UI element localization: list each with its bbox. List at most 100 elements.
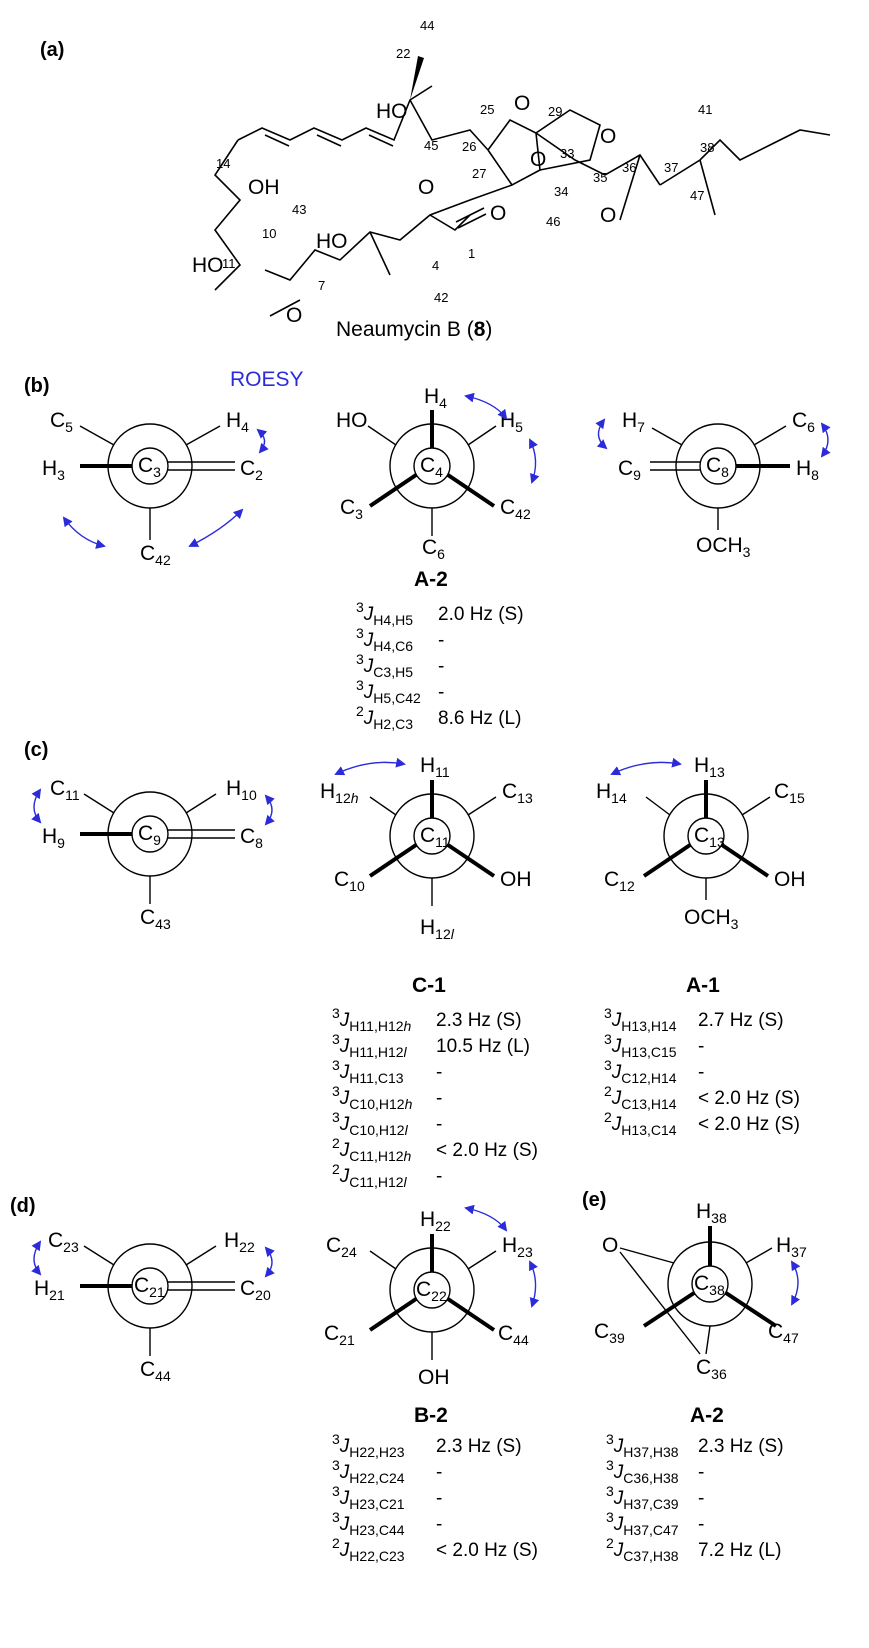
svg-text:C23: C23 [48,1229,79,1255]
newman-e: H38 O H37 C39 C47 C36 C38 A-2 [594,1200,807,1427]
coupling-b-row-3: 3JH5,C42 [356,677,421,706]
coupling-c-mid-value-3: - [436,1088,442,1109]
svg-text:H4: H4 [424,385,447,411]
coupling-d-value-2: - [436,1488,442,1509]
coupling-c-mid-row-6: 2JC11,H12l [332,1161,408,1190]
coupling-c-right-value-4: < 2.0 Hz (S) [698,1114,800,1135]
coupling-e-row-4: 2JC37,H38 [606,1535,679,1564]
neaumycin-structure [213,56,831,317]
coupling-c-mid-row-1: 3JH11,H12l [332,1031,408,1060]
coupling-d-row-4: 2JH22,C23 [332,1535,405,1564]
num-35: 35 [593,170,607,185]
newman-b-left: C5 H4 H3 C2 C42 C3 [42,409,269,568]
svg-text:C6: C6 [792,409,815,435]
num-47: 47 [690,188,704,203]
coupling-d-value-1: - [436,1462,442,1483]
svg-text:H12h: H12h [320,780,359,806]
coupling-d-row-2: 3JH23,C21 [332,1483,405,1512]
svg-text:C39: C39 [594,1320,625,1346]
svg-text:C20: C20 [240,1277,271,1303]
coupling-b-value-1: - [438,630,444,651]
structure-labels: 44 22 25 29 33 45 26 27 14 10 43 11 1 4 … [192,18,714,327]
num-10: 10 [262,226,276,241]
svg-text:O: O [602,1234,618,1257]
coupling-e-row-2: 3JH37,C39 [606,1483,679,1512]
svg-text:C8: C8 [706,454,729,480]
atom-o-35: O [600,204,616,227]
coupling-c-right-value-0: 2.7 Hz (S) [698,1010,784,1031]
num-42: 42 [434,290,448,305]
coupling-c-mid-row-3: 3JC10,H12h [332,1083,413,1112]
coupling-c-mid-row-2: 3JH11,C13 [332,1057,404,1086]
panel-c-label: (c) [24,739,48,761]
coupling-c-right-row-2: 3JC12,H14 [604,1057,677,1086]
num-26: 26 [462,139,476,154]
coupling-d-value-4: < 2.0 Hz (S) [436,1540,538,1561]
num-46: 46 [546,214,560,229]
svg-text:C22: C22 [416,1278,447,1304]
num-4: 4 [432,258,439,273]
coupling-d-row-1: 3JH22,C24 [332,1457,405,1486]
svg-text:OH: OH [774,868,806,891]
svg-text:H8: H8 [796,457,819,483]
svg-text:C42: C42 [500,496,531,522]
svg-text:H14: H14 [596,780,627,806]
num-27: 27 [472,166,486,181]
svg-text:C21: C21 [134,1274,165,1300]
svg-text:H22: H22 [224,1229,255,1255]
newman-d-label: B-2 [414,1404,448,1427]
atom-o-1: O [490,202,506,225]
num-41: 41 [698,102,712,117]
num-34: 34 [554,184,568,199]
num-14: 14 [216,156,230,171]
svg-text:C11: C11 [50,777,80,803]
atom-ho-25: HO [376,100,408,123]
newman-c-right: H13 H14 C15 C12 OH OCH3 C13 A-1 [596,754,806,997]
svg-text:C24: C24 [326,1234,357,1260]
svg-text:HO: HO [336,409,368,432]
svg-text:H12l: H12l [420,916,455,942]
newman-d-left: C23 H22 H21 C20 C44 C21 [31,1229,275,1384]
svg-text:C12: C12 [604,868,635,894]
coupling-e-value-2: - [698,1488,704,1509]
coupling-c-right-value-3: < 2.0 Hz (S) [698,1088,800,1109]
coupling-e-row-0: 3JH37,H38 [606,1431,679,1460]
num-25: 25 [480,102,494,117]
coupling-b-value-3: - [438,682,444,703]
coupling-c-mid-value-0: 2.3 Hz (S) [436,1010,522,1031]
newman-d-mid: H22 C24 H23 C21 C44 OH C22 B-2 [324,1204,540,1427]
svg-text:OH: OH [500,868,532,891]
num-45: 45 [424,138,438,153]
coupling-c-right-row-3: 2JC13,H14 [604,1083,677,1112]
num-29: 29 [548,104,562,119]
num-7: 7 [318,278,325,293]
svg-text:H38: H38 [696,1200,727,1226]
coupling-b-value-0: 2.0 Hz (S) [438,604,524,625]
svg-text:C36: C36 [696,1356,727,1382]
coupling-c-right-row-0: 3JH13,H14 [604,1005,677,1034]
coupling-c-mid-value-5: < 2.0 Hz (S) [436,1140,538,1161]
coupling-e-value-4: 7.2 Hz (L) [698,1540,781,1561]
svg-text:H3: H3 [42,457,65,483]
num-36: 36 [622,160,636,175]
coupling-c-mid-value-4: - [436,1114,442,1135]
svg-text:C5: C5 [50,409,73,435]
svg-text:C6: C6 [422,536,445,562]
coupling-c-mid-row-4: 3JC10,H12l [332,1109,409,1138]
coupling-c-mid-value-2: - [436,1062,442,1083]
atom-ho-11: HO [192,254,224,277]
svg-text:C9: C9 [618,457,641,483]
coupling-c-right-row-4: 2JH13,C14 [604,1109,677,1138]
atom-o-ring: O [514,92,530,115]
svg-text:C8: C8 [240,825,263,851]
coupling-e-value-3: - [698,1514,704,1535]
svg-text:OCH3: OCH3 [696,534,751,560]
svg-text:H21: H21 [34,1277,65,1303]
newman-b-mid: H4 HO H5 C3 C42 C6 C4 A-2 [336,385,540,591]
newman-c-right-label: A-1 [686,974,720,997]
coupling-c-mid-row-0: 3JH11,H12h [332,1005,412,1034]
